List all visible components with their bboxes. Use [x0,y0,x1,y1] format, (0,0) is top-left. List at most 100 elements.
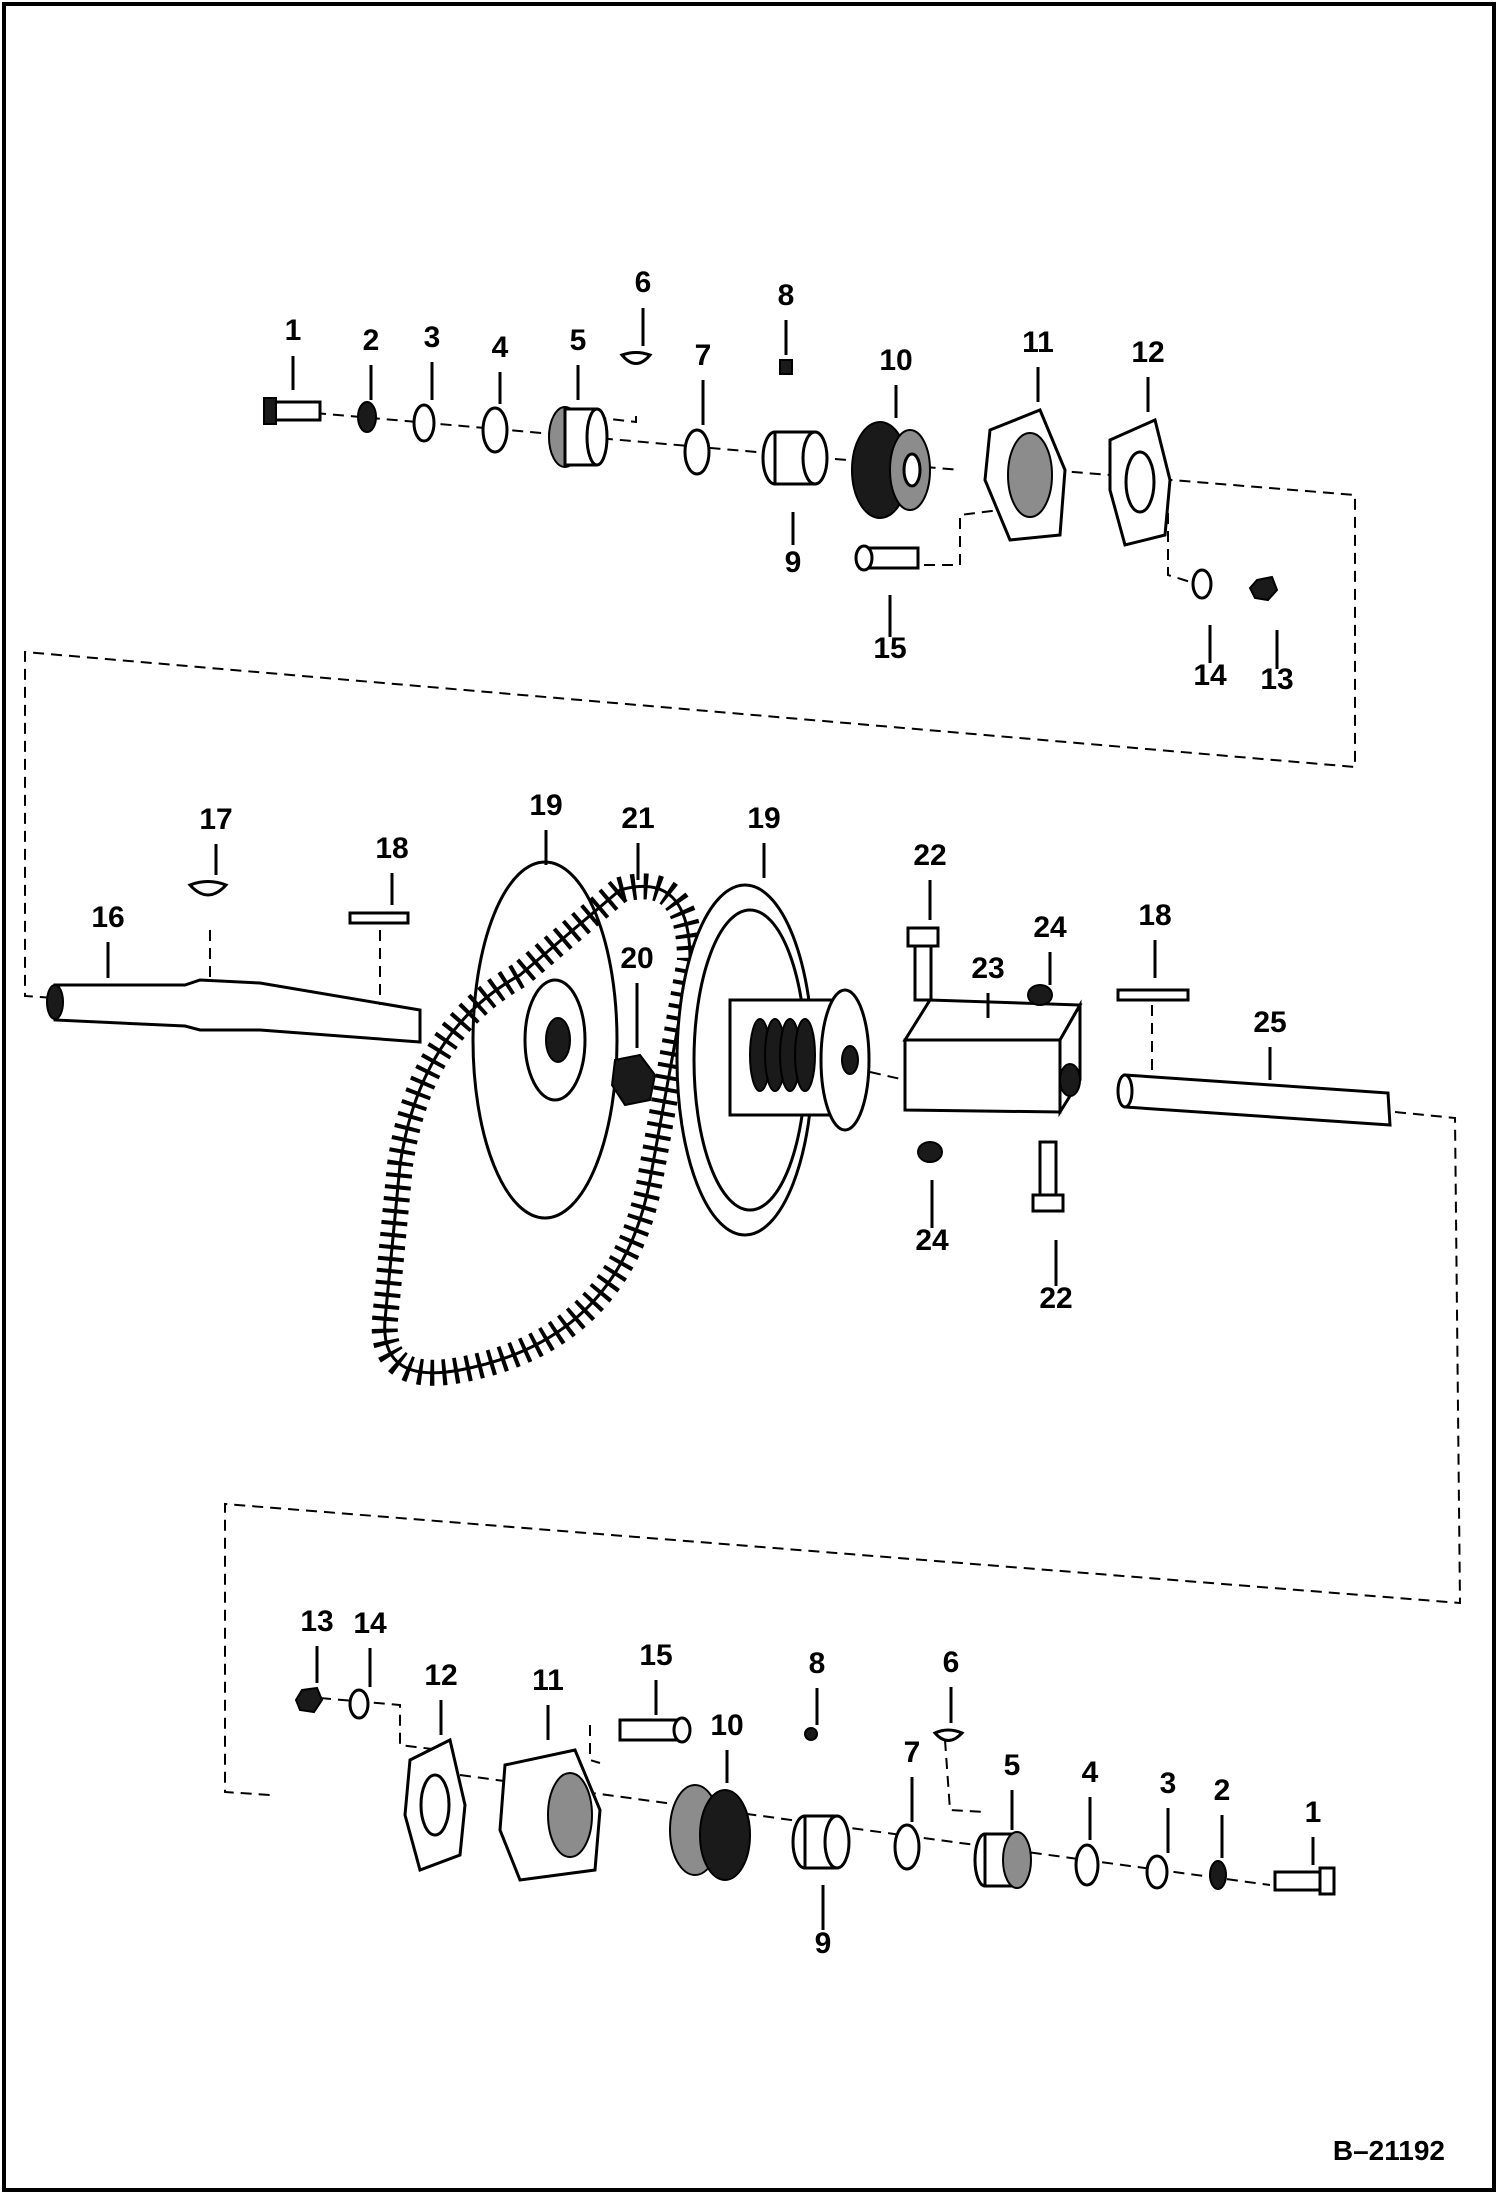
callout-bottom-10: 10 [710,1709,744,1783]
callout-top-1: 1 [285,314,301,390]
drawing-number: B–21192 [1333,2135,1445,2166]
part-11-housing [983,408,1067,542]
shaft-to-bottom-leader [224,1111,1462,1796]
bolt-to-housing-leader [888,509,1001,566]
callout-bottom-14: 14 [353,1607,387,1687]
part-15-bolt [854,544,920,572]
callout-bottom-9: 9 [815,1885,831,1960]
callout-bottom-12: 12 [424,1659,458,1735]
part-4-ring [481,406,509,454]
callout-number: 7 [904,1736,921,1769]
callout-number: 11 [532,1664,564,1697]
callout-number: 23 [971,952,1004,985]
part-22-bolt-bottom [1031,1140,1065,1213]
callout-number: 13 [300,1605,333,1638]
part-9-collar [761,430,829,486]
part-8-set-screw-bottom [804,1727,818,1741]
part-6-key [619,351,653,365]
callout-top-6: 6 [635,266,651,346]
part-23-block [902,998,1083,1118]
callout-middle-24: 24 [1033,911,1067,985]
callout-number: 18 [375,832,408,865]
callout-middle-18: 18 [1138,899,1172,978]
callout-number: 22 [913,839,946,872]
spring-assembly [728,988,871,1132]
bottom-assembly [294,1686,1336,1896]
bolt-15-leader [589,1725,601,1764]
part-12-flange-bottom [403,1737,467,1872]
part-4-ring-bottom [1074,1843,1100,1887]
callout-number: 10 [710,1709,743,1742]
part-24-nut-bottom [917,1141,943,1163]
callout-number: 15 [873,632,906,665]
callout-top-4: 4 [492,331,509,404]
callout-number: 24 [915,1224,949,1257]
part-1-bolt [263,397,322,425]
part-2-lock-washer [357,401,377,433]
callout-bottom-15: 15 [639,1639,673,1715]
callout-top-14: 14 [1193,625,1227,692]
callout-middle-25: 25 [1253,1006,1287,1080]
callout-bottom-7: 7 [904,1736,921,1822]
part-5-sprocket [548,406,609,468]
callout-middle-18: 18 [375,832,409,905]
part-11-housing-bottom [498,1748,602,1882]
callout-number: 22 [1039,1282,1072,1315]
part-20-nut [610,1053,657,1107]
callout-number: 18 [1138,899,1171,932]
part-6-key-bottom [932,1728,965,1742]
callout-number: 5 [1004,1749,1021,1782]
sheave-to-block-leader [869,1071,906,1081]
callout-top-5: 5 [570,324,587,400]
part-14-washer [1191,568,1213,600]
callout-middle-19: 19 [747,802,781,878]
callout-number: 2 [1214,1774,1231,1807]
callout-middle-16: 16 [91,901,125,978]
callout-top-11: 11 [1022,326,1054,402]
part-18-pin-right [1116,988,1190,1002]
middle-assembly [46,860,1462,1796]
part-25-shaft [1116,1073,1392,1127]
callout-number: 19 [529,789,562,822]
part-18-pin-left [348,911,410,925]
part-16-shaft [46,978,422,1044]
callout-number: 16 [91,901,124,934]
callout-top-2: 2 [363,324,380,400]
callout-number: 5 [570,324,587,357]
callout-number: 25 [1253,1006,1286,1039]
callout-middle-17: 17 [199,803,233,875]
callout-bottom-4: 4 [1082,1756,1099,1840]
part-13-nut-bottom [294,1686,324,1714]
bottom-centerline [459,1774,1271,1886]
part-12-flange [1108,417,1172,547]
part-24-nut-top [1027,984,1053,1006]
callout-bottom-1: 1 [1305,1796,1322,1865]
callout-bottom-6: 6 [943,1646,959,1723]
flange-to-nut-leader [1167,495,1201,586]
callout-number: 8 [809,1647,826,1680]
callout-top-12: 12 [1131,336,1165,412]
part-1-bolt-bottom [1273,1866,1336,1896]
callout-number: 2 [363,324,380,357]
callout-middle-24: 24 [915,1180,949,1257]
part-8-set-screw [779,359,793,375]
callout-top-13: 13 [1260,630,1294,696]
key-6-leader [944,1739,986,1813]
part-15-bolt-bottom [618,1716,692,1744]
callout-number: 4 [492,331,509,364]
callout-bottom-2: 2 [1214,1774,1231,1858]
callout-number: 1 [1305,1796,1322,1829]
callout-number: 13 [1260,663,1293,696]
callout-number: 17 [199,803,232,836]
nut-to-flange-leader [319,1697,441,1751]
callout-top-10: 10 [879,344,913,418]
callout-bottom-5: 5 [1004,1749,1021,1830]
part-2-lock-washer-bottom [1209,1860,1227,1890]
part-21-belt [371,873,704,1386]
callout-number: 3 [424,321,441,354]
callout-bottom-13: 13 [300,1605,334,1683]
callout-bottom-11: 11 [532,1664,564,1740]
